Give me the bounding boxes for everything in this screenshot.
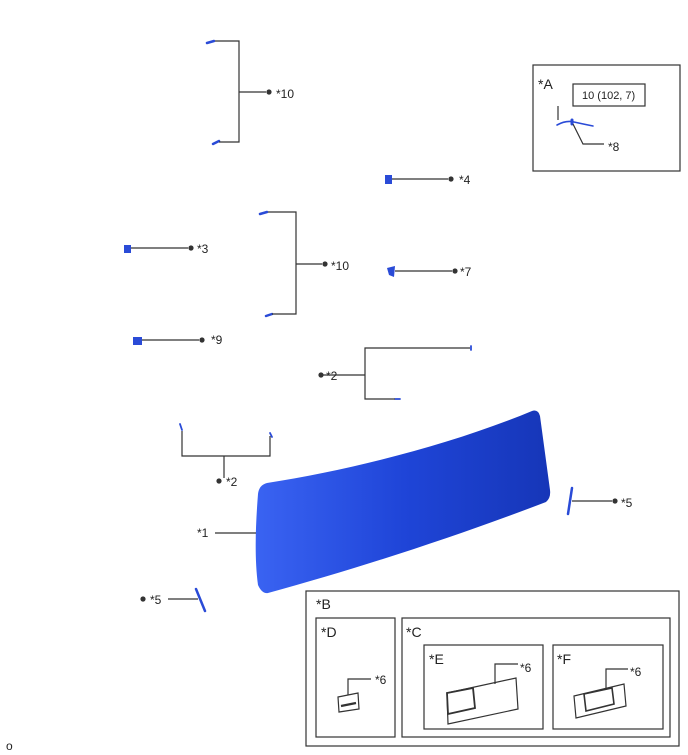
inset-e: *E *6 xyxy=(423,644,544,730)
inset-f: *F *6 xyxy=(552,644,664,730)
inset-f-callout: *6 xyxy=(630,665,642,679)
inset-c: *C *E *6 *F *6 xyxy=(401,617,671,738)
inset-b-title: *B xyxy=(316,596,331,612)
callout-1: *1 xyxy=(197,526,209,540)
inset-c-title: *C xyxy=(406,624,422,640)
inset-d-title: *D xyxy=(321,624,337,640)
callout-10-top: *10 xyxy=(276,87,294,101)
inset-d: *D *6 xyxy=(315,617,396,738)
inset-a-title: *A xyxy=(538,76,553,92)
clip-7: *7 xyxy=(387,265,472,279)
clip-pair-2-low: *2 xyxy=(179,423,273,489)
torque-spec: 10 (102, 7) xyxy=(582,90,635,102)
callout-9: *9 xyxy=(211,333,223,347)
glass-panel-1: *1 xyxy=(197,410,551,594)
inset-b: *B *D *6 *C *E *6 xyxy=(305,590,680,747)
bolt-9: *9 xyxy=(133,333,223,347)
callout-10-mid: *10 xyxy=(331,259,349,273)
callout-3: *3 xyxy=(197,242,209,256)
spacer-5-right: *5 xyxy=(566,486,633,516)
clip-pair-10-mid: *10 xyxy=(258,210,349,318)
figure-code: o xyxy=(6,739,13,753)
inset-f-title: *F xyxy=(557,651,571,667)
callout-2-low: *2 xyxy=(226,475,238,489)
inset-a: *A 10 (102, 7) *8 xyxy=(532,64,681,172)
bolt-4: *4 xyxy=(385,173,471,187)
bolt-3: *3 xyxy=(124,242,209,256)
clip-pair-2-mid: *2 xyxy=(318,345,472,400)
callout-4: *4 xyxy=(459,173,471,187)
inset-a-callout-8: *8 xyxy=(608,140,620,154)
callout-5-left: *5 xyxy=(150,593,162,607)
callout-7: *7 xyxy=(460,265,472,279)
spacer-5-left: *5 xyxy=(140,587,207,613)
inset-e-title: *E xyxy=(429,651,444,667)
clip-pair-10-top: *10 xyxy=(205,39,294,146)
callout-2-mid: *2 xyxy=(326,369,338,383)
inset-e-callout: *6 xyxy=(520,661,532,675)
inset-d-callout: *6 xyxy=(375,673,387,687)
callout-5-right: *5 xyxy=(621,496,633,510)
